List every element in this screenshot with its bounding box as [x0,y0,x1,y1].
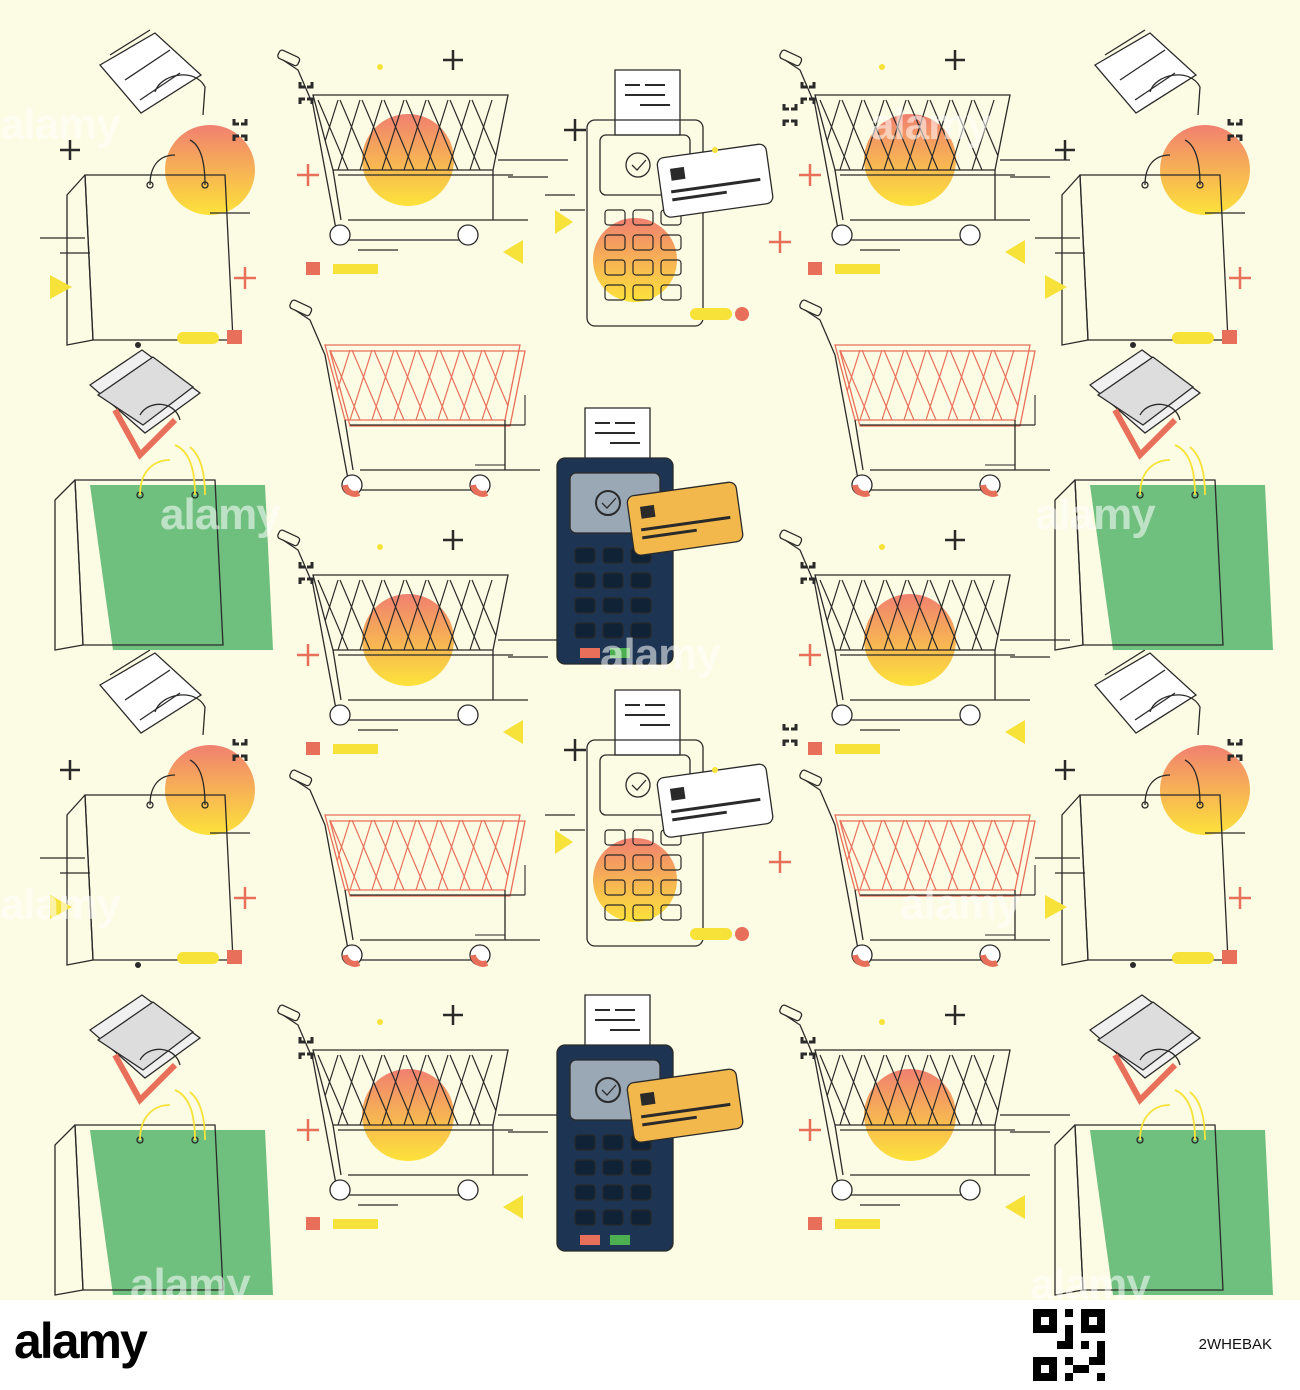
shopping-cart-red-icon [289,299,540,497]
shopping-cart-red-icon [799,299,1050,497]
shopping-bag-outline-icon [40,29,256,348]
shopping-bag-outline-icon [40,649,256,968]
shopping-bag-outline-icon [1035,29,1251,348]
shopping-cart-outline-icon [779,1004,1070,1230]
shopping-bag-green-icon [54,994,273,1296]
shopping-cart-outline-icon [277,1004,568,1230]
shopping-bag-green-icon [1054,994,1273,1296]
payment-terminal-dark-icon [556,407,744,665]
shopping-bag-green-icon [54,349,273,651]
shopping-cart-outline-icon [277,529,568,755]
shopping-cart-outline-icon [779,529,1070,755]
payment-terminal-outline-icon [545,69,798,327]
payment-terminal-dark-icon [556,994,744,1252]
shopping-bag-outline-icon [1035,649,1251,968]
image-id: 2WHEBAK [1198,1336,1272,1353]
payment-terminal-outline-icon [545,689,798,947]
shopping-bag-green-icon [1054,349,1273,651]
shopping-cart-red-icon [799,769,1050,967]
shopping-cart-outline-icon [779,49,1070,275]
footer-bar: alamy 2WHEBAK [0,1300,1300,1390]
shopping-cart-outline-icon [277,49,568,275]
shopping-cart-red-icon [289,769,540,967]
qr-code-icon [1033,1309,1105,1381]
footer-logo: alamy [14,1313,148,1369]
